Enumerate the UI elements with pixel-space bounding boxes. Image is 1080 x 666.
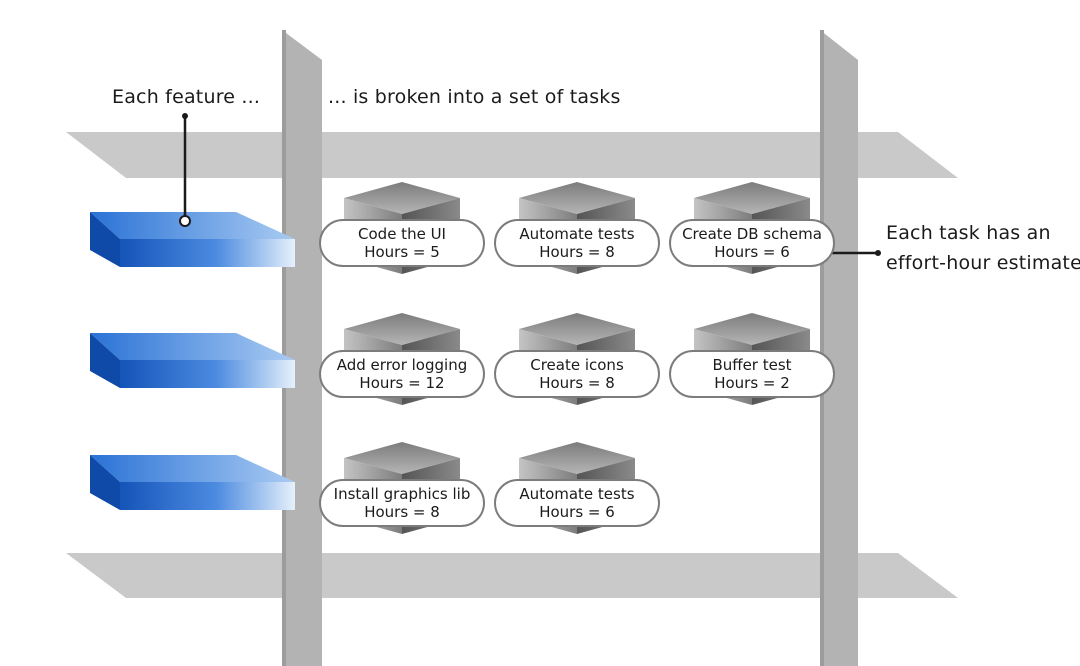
feature-slab-side: [90, 333, 120, 388]
task-name: Add error logging: [336, 356, 468, 374]
task-name: Automate tests: [519, 485, 635, 503]
left-post: [282, 30, 322, 666]
feature-callout: [179, 113, 191, 227]
feature-slab-top: [90, 333, 295, 360]
annotation-each-feature: Each feature ...: [112, 86, 261, 108]
task-hours: Hours = 12: [359, 374, 445, 392]
feature-slab-front: [120, 360, 295, 388]
feature-slab-front: [120, 482, 295, 510]
feature-slab-top: [90, 455, 295, 482]
task-name: Install graphics lib: [333, 485, 471, 503]
annotation-estimate-line2: effort-hour estimate: [886, 252, 1080, 274]
feature-slab: [90, 333, 295, 388]
task-name: Create icons: [530, 356, 624, 374]
feature-slab-front: [120, 239, 295, 267]
task-hours: Hours = 8: [539, 374, 615, 392]
feature-slab: [90, 212, 295, 267]
feature-slab-side: [90, 455, 120, 510]
annotation-broken-into-tasks: ... is broken into a set of tasks: [328, 86, 621, 108]
task-name: Automate tests: [519, 225, 635, 243]
task-hours: Hours = 6: [539, 503, 615, 521]
task-hours: Hours = 6: [714, 243, 790, 261]
feature-slab-top: [90, 212, 295, 239]
task-hours: Hours = 8: [539, 243, 615, 261]
feature-slab: [90, 455, 295, 510]
task-name: Buffer test: [712, 356, 792, 374]
feature-slab-side: [90, 212, 120, 267]
task-hours: Hours = 5: [364, 243, 440, 261]
right-post: [820, 30, 858, 666]
features-layer: [90, 212, 295, 510]
task-hours: Hours = 8: [364, 503, 440, 521]
task-name: Code the UI: [358, 225, 446, 243]
annotation-estimate-line1: Each task has an: [886, 222, 1051, 244]
task-hours: Hours = 2: [714, 374, 790, 392]
task-name: Create DB schema: [682, 225, 822, 243]
